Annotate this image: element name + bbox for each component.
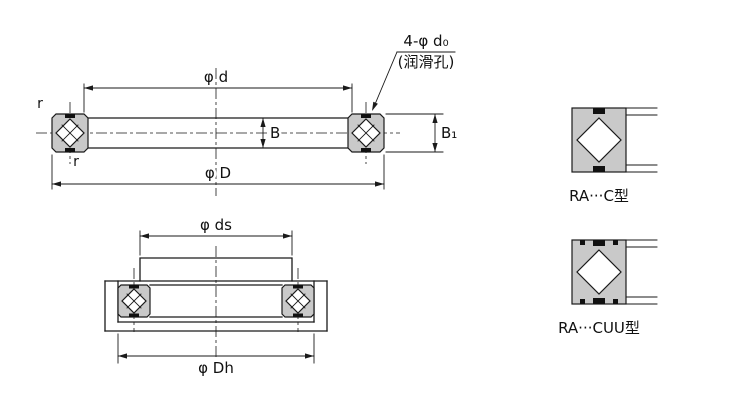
dimension-phi-Dh: φ Dh: [117, 333, 315, 380]
seal-mark: [129, 313, 139, 317]
dim-label-phi-ds: φ ds: [200, 216, 232, 234]
bearing-ring-lines: [149, 284, 283, 318]
dim-label-B: B: [270, 124, 280, 142]
dim-label-phi-d: φ d: [204, 68, 228, 86]
seal-mark: [613, 299, 618, 304]
shaft-clamp-outline: [139, 257, 293, 282]
seal-mark: [293, 285, 303, 289]
lube-note-line2: (润滑孔): [398, 53, 455, 71]
roller-cross-line: [126, 293, 142, 309]
dimension-phi-D: φ D: [51, 154, 385, 190]
roller-cross-line: [290, 293, 306, 309]
right-ring-section: [281, 284, 315, 318]
right-ring-section: [347, 113, 385, 153]
seal-mark: [593, 240, 605, 246]
seal-mark: [361, 114, 371, 118]
fillet-labels: r r: [37, 96, 79, 170]
fillet-label-r-top: r: [37, 96, 43, 112]
mounting-section-view: φ ds φ Dh: [104, 214, 328, 380]
detail-view-type-c: RA···C型: [569, 107, 658, 205]
dimension-phi-d: φ d: [83, 66, 353, 113]
seal-mark: [593, 108, 605, 114]
left-ring-section: [117, 284, 151, 318]
arrowhead: [260, 118, 266, 127]
arrowhead: [52, 181, 61, 187]
arrowhead: [305, 353, 314, 359]
detail-label-type-cuu: RA···CUU型: [558, 319, 640, 337]
fillet-label-r-bottom: r: [73, 154, 79, 170]
front-section-view: φ d φ D B B₁ r: [36, 32, 460, 196]
left-ring-section: [51, 113, 89, 153]
lube-note-line1: 4-φ d₀: [403, 32, 448, 50]
roller-diamond: [576, 117, 622, 163]
seal-mark: [361, 148, 371, 152]
seal-mark: [593, 298, 605, 304]
arrowhead: [140, 233, 149, 239]
roller-diamond: [576, 249, 622, 295]
seal-mark: [65, 114, 75, 118]
arrowhead: [432, 114, 438, 123]
lube-hole-note: 4-φ d₀ (润滑孔): [372, 32, 456, 111]
arrowhead: [343, 85, 352, 91]
seal-mark: [129, 285, 139, 289]
arrowhead: [283, 233, 292, 239]
seal-mark: [613, 240, 618, 245]
dim-label-phi-Dh: φ Dh: [198, 359, 234, 377]
seal-mark: [580, 240, 585, 245]
arrowhead: [375, 181, 384, 187]
detail-view-type-cuu: RA···CUU型: [558, 239, 658, 337]
dim-label-phi-D: φ D: [205, 164, 231, 182]
roller-cross-line: [61, 124, 79, 142]
seal-mark: [65, 148, 75, 152]
seal-mark: [593, 166, 605, 172]
dimension-B1: B₁: [385, 113, 460, 153]
dimension-B: B: [260, 117, 283, 149]
leader-arrowhead: [372, 101, 378, 111]
leader-line: [372, 51, 398, 110]
arrowhead: [432, 143, 438, 152]
seal-mark: [293, 313, 303, 317]
centerlines: [133, 246, 299, 360]
arrowhead: [84, 85, 93, 91]
dimension-phi-ds: φ ds: [139, 214, 293, 256]
seal-mark: [580, 299, 585, 304]
detail-label-type-c: RA···C型: [569, 187, 629, 205]
arrowhead: [118, 353, 127, 359]
dim-label-B1: B₁: [441, 124, 457, 142]
roller-cross-line: [357, 124, 375, 142]
ring-mid-section: [87, 117, 349, 149]
arrowhead: [260, 139, 266, 148]
